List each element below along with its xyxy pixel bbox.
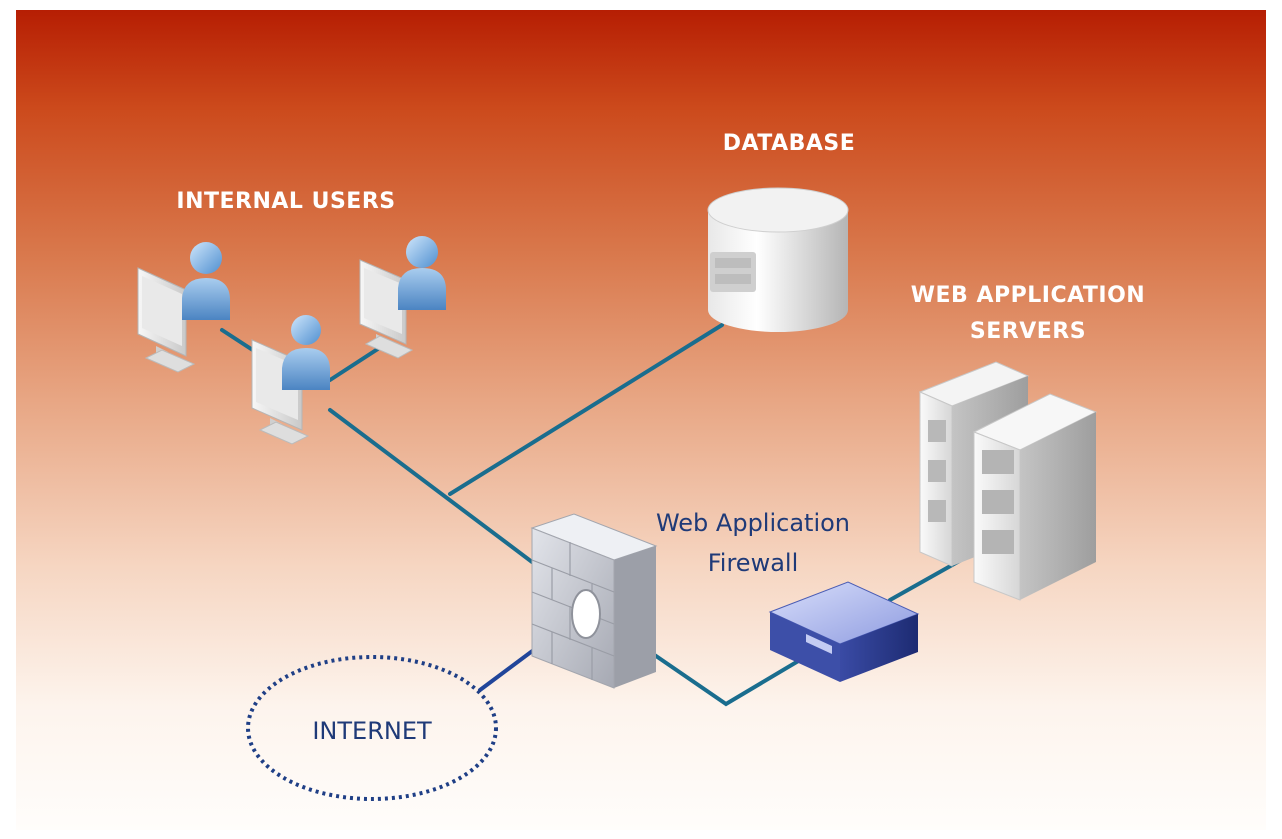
- user-workstation-icon: [137, 242, 230, 373]
- web-app-servers-label-line2: SERVERS: [969, 319, 1087, 344]
- web-app-servers-label-line1: WEB APPLICATION: [910, 283, 1146, 308]
- link-database: [448, 323, 724, 496]
- internet-cloud-icon: [246, 655, 498, 801]
- connection-lines: [220, 323, 972, 707]
- user-workstation-icon: [359, 236, 446, 359]
- database-label: DATABASE: [722, 131, 856, 156]
- waf-label-line2: Firewall: [707, 549, 799, 577]
- internet-label: INTERNET: [312, 717, 432, 745]
- waf-label-line1: Web Application: [655, 509, 851, 537]
- user-workstation-icon: [251, 315, 330, 445]
- waf-appliance-icon: [768, 581, 920, 682]
- firewall-icon: [530, 513, 658, 689]
- network-diagram: DATABASE INTERNAL USERS WEB APPLICATION …: [16, 10, 1266, 830]
- link-user3-user2: [328, 343, 386, 382]
- internal-users-label: INTERNAL USERS: [176, 189, 396, 214]
- diagram-graphics: [137, 187, 1098, 801]
- link-users-trunk: [328, 408, 542, 570]
- database-icon: [707, 187, 849, 332]
- link-firewall-waf: [638, 643, 802, 707]
- server-icon: [972, 393, 1098, 601]
